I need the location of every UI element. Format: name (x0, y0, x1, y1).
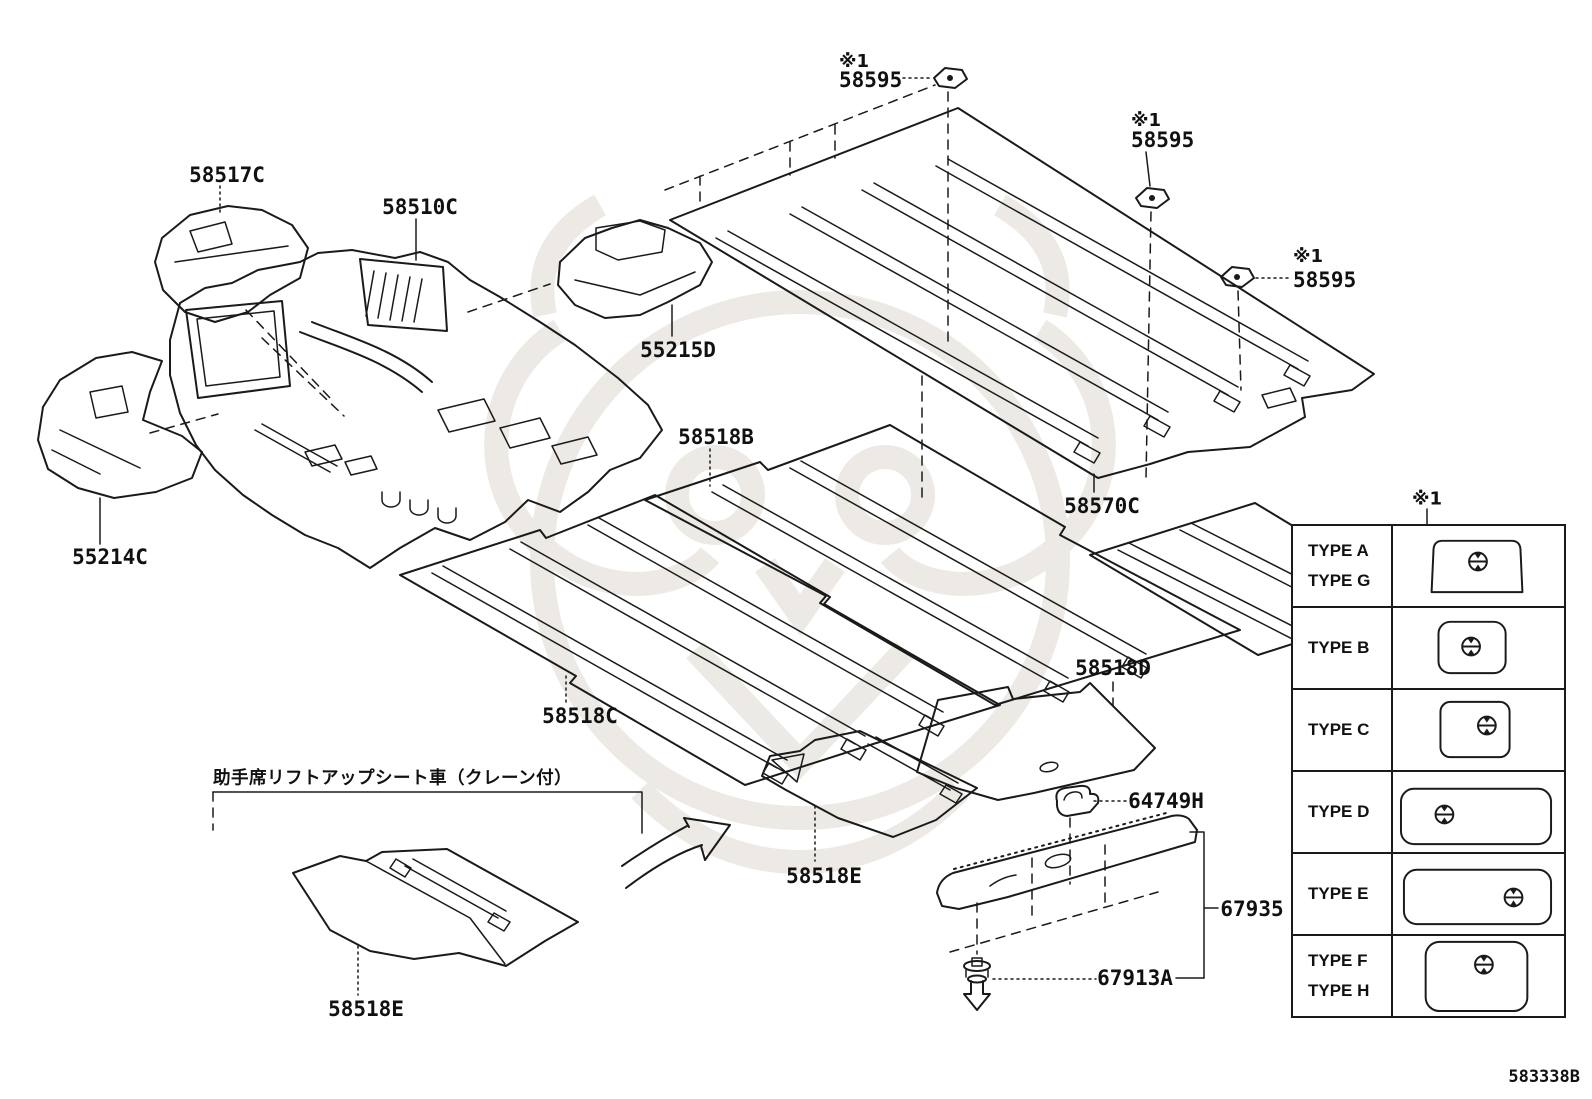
callout-58595-3[interactable]: 58595 (1293, 268, 1357, 292)
footnote-marker-58595-1: ※1 (839, 51, 870, 72)
legend-label: TYPE F (1308, 951, 1368, 970)
legend-row-type-d: TYPE D (1293, 770, 1564, 852)
clip-shape-type-f-h (1424, 940, 1529, 1013)
clip-shape-type-e (1402, 868, 1553, 926)
drawing-number: 583338B (1508, 1067, 1580, 1087)
legend-label: TYPE C (1308, 720, 1370, 739)
part-58510c-drawing (169, 249, 663, 569)
clip-shape-type-b (1437, 620, 1507, 675)
legend-row-type-c: TYPE C (1293, 688, 1564, 770)
construction-lines (149, 91, 1242, 955)
callout-58595-1[interactable]: 58595 (839, 68, 903, 92)
caption-lift-up-seat: 助手席リフトアップシート車（クレーン付） (213, 767, 573, 788)
part-58517c-drawing (154, 205, 309, 323)
legend-label: TYPE A (1308, 541, 1369, 560)
callout-58595-2[interactable]: 58595 (1131, 128, 1195, 152)
legend-footnote-marker: ※1 (1411, 488, 1443, 510)
callout-58518e-front[interactable]: 58518E (328, 997, 404, 1021)
callout-55214c[interactable]: 55214C (72, 545, 148, 569)
callout-58518b[interactable]: 58518B (678, 425, 754, 449)
install-arrow (621, 817, 731, 889)
callout-58510c[interactable]: 58510C (382, 195, 458, 219)
clip-shape-type-c (1439, 700, 1511, 759)
callout-55215d[interactable]: 55215D (640, 338, 716, 362)
callout-58570c[interactable]: 58570C (1064, 494, 1140, 518)
clip-shape-type-d (1399, 787, 1553, 846)
part-58518e-rear-drawing (761, 730, 978, 838)
part-64749h-clip-drawing (1055, 784, 1100, 817)
legend-row-type-a-g: TYPE A TYPE G (1293, 526, 1564, 606)
part-67913a-pin-drawing (963, 957, 991, 1011)
part-58518e-front-drawing (292, 848, 579, 967)
leader-lines (99, 77, 1428, 996)
part-55214c-drawing (37, 351, 203, 499)
legend-label: TYPE H (1308, 981, 1370, 1000)
part-58518b-drawing (644, 424, 1241, 706)
callout-64749h[interactable]: 64749H (1128, 789, 1204, 813)
clip-shape-type-a-g (1430, 539, 1524, 594)
legend-row-type-f-h: TYPE F TYPE H (1293, 934, 1564, 1016)
part-55215d-drawing (557, 219, 713, 319)
callout-58518c[interactable]: 58518C (542, 704, 618, 728)
legend-label: TYPE E (1308, 884, 1369, 903)
legend-label: TYPE D (1308, 802, 1370, 821)
footnote-marker-58595-3: ※1 (1293, 246, 1324, 267)
footnote-marker-58595-2: ※1 (1131, 110, 1162, 131)
part-67935-plate-drawing (936, 811, 1198, 910)
legend-label: TYPE B (1308, 638, 1370, 657)
callout-58517c[interactable]: 58517C (189, 163, 265, 187)
brackets (212, 791, 1219, 979)
part-58518d-drawing (916, 682, 1156, 801)
watermark-logo (484, 194, 1116, 875)
legend-label: TYPE G (1308, 571, 1371, 590)
callout-67913a[interactable]: 67913A (1097, 966, 1173, 990)
callout-67935[interactable]: 67935 (1220, 897, 1284, 921)
callout-58518d[interactable]: 58518D (1075, 656, 1151, 680)
part-58518c-drawing (399, 494, 1001, 786)
callout-58518e-rear[interactable]: 58518E (786, 864, 862, 888)
clip-type-legend-table: TYPE A TYPE G TYPE B (1291, 524, 1566, 1018)
legend-row-type-e: TYPE E (1293, 852, 1564, 934)
legend-row-type-b: TYPE B (1293, 606, 1564, 688)
